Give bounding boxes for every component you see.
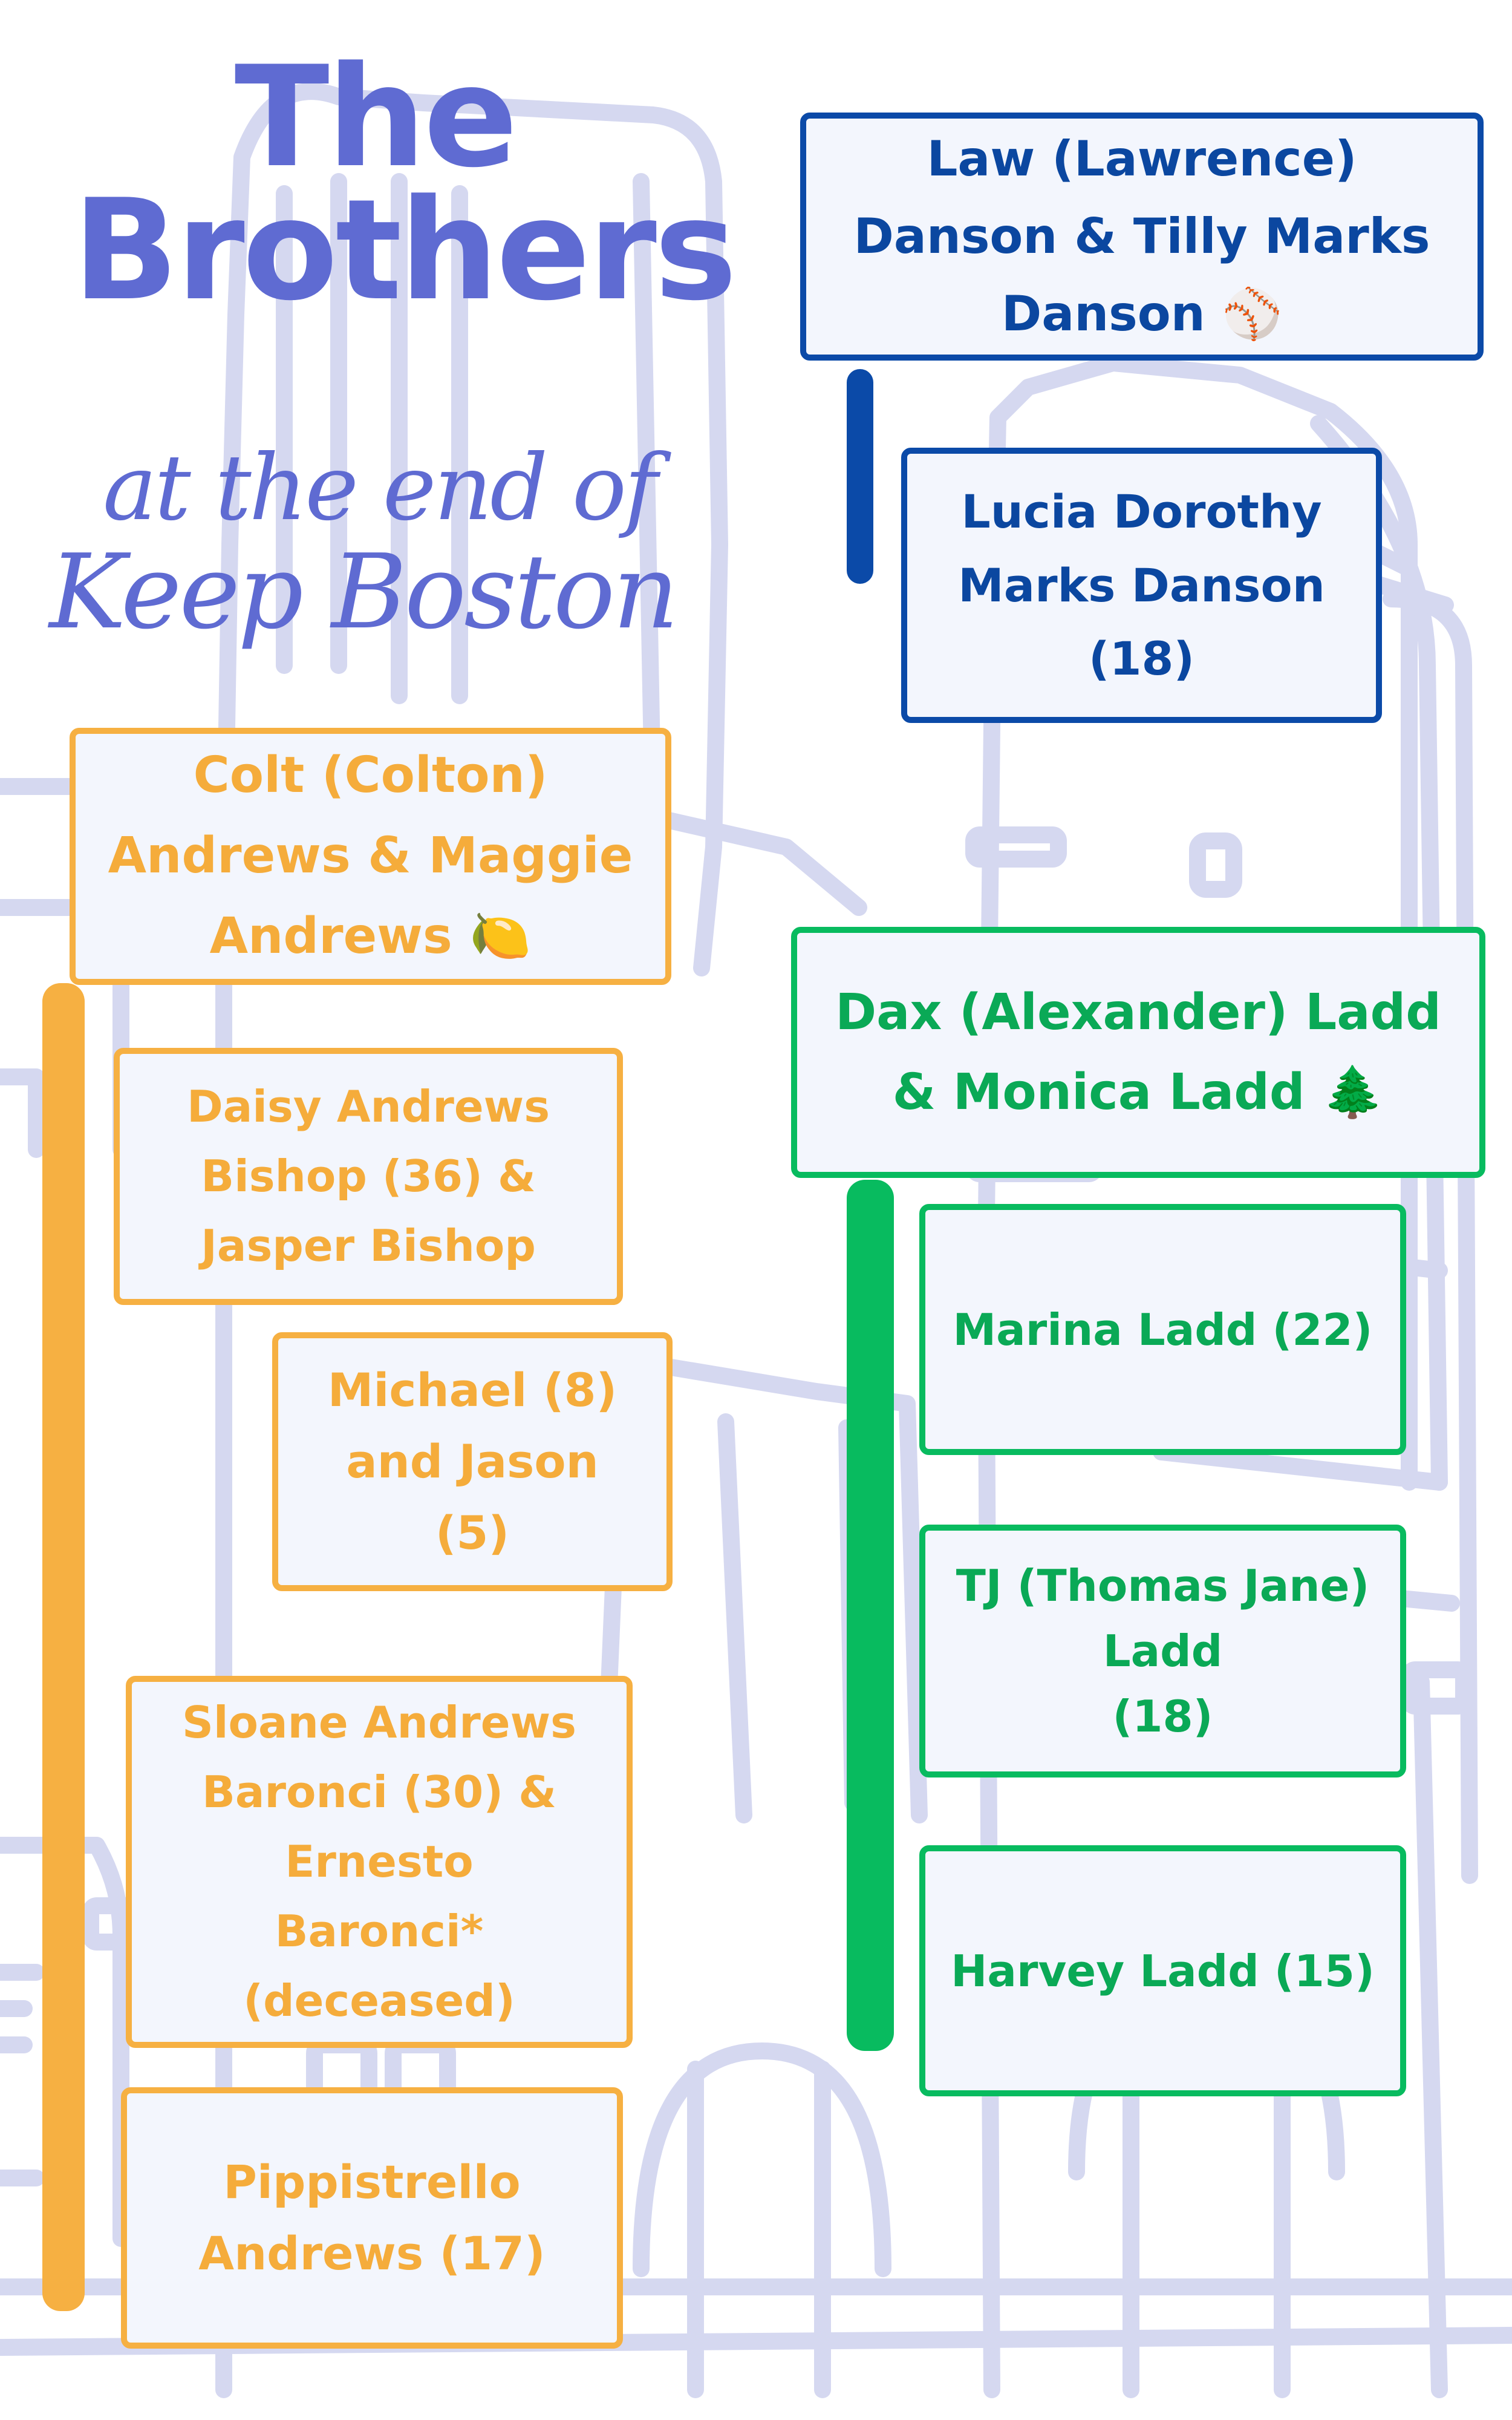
child-name-line: Bishop (36) &: [201, 1150, 536, 1202]
child-name-line: Lucia Dorothy: [961, 485, 1322, 539]
child-name-line: Baronci*: [275, 1906, 484, 1957]
subtitle-script-line-2: Keep Boston: [49, 532, 679, 652]
danson-parents-line: Danson ⚾: [1001, 286, 1283, 342]
child-name-line: Sloane Andrews: [182, 1696, 576, 1748]
child-name-line: Daisy Andrews: [186, 1081, 550, 1132]
andrews-parents-line: Andrews & Maggie: [108, 827, 633, 885]
title-line-1: The: [234, 37, 518, 198]
subtitle-script-line-1: at the end of: [103, 436, 658, 541]
andrews-child-pippistrello-box: Pippistrello Andrews (17): [121, 2087, 623, 2349]
child-name-line: Harvey Ladd (15): [951, 1945, 1375, 1996]
ladd-child-marina-box: Marina Ladd (22): [919, 1204, 1406, 1455]
child-name-line: Ladd: [1103, 1626, 1223, 1676]
child-name-line: (5): [435, 1505, 510, 1560]
ladd-parents-line: Dax (Alexander) Ladd: [835, 984, 1441, 1042]
child-name-line: Ernesto: [285, 1836, 474, 1887]
andrews-child-sloane-box: Sloane Andrews Baronci (30) & Ernesto Ba…: [126, 1676, 633, 2048]
andrews-connector-bar: [42, 983, 85, 2311]
child-name-line: Andrews (17): [198, 2226, 546, 2280]
child-name-line: Baronci (30) &: [202, 1766, 556, 1817]
ladd-parents-box: Dax (Alexander) Ladd & Monica Ladd 🌲: [791, 927, 1485, 1178]
andrews-child-daisy-box: Daisy Andrews Bishop (36) & Jasper Bisho…: [114, 1048, 623, 1305]
andrews-grandchildren-box: Michael (8) and Jason (5): [272, 1332, 673, 1591]
child-name-line: (18): [1112, 1691, 1213, 1742]
ladd-connector-bar: [847, 1180, 894, 2051]
child-name-line: TJ (Thomas Jane): [956, 1560, 1370, 1611]
danson-connector-bar: [847, 369, 873, 584]
child-name-line: Pippistrello: [223, 2155, 521, 2209]
page-title: The Brothers: [73, 37, 737, 332]
ladd-child-harvey-box: Harvey Ladd (15): [919, 1845, 1406, 2096]
title-line-2: Brothers: [73, 170, 737, 332]
child-name-line: and Jason: [346, 1434, 599, 1489]
child-name-line: Jasper Bishop: [201, 1220, 536, 1272]
andrews-parents-line: Andrews 🍋: [209, 907, 532, 965]
child-name-line: Marina Ladd (22): [953, 1304, 1373, 1355]
danson-parents-line: Danson & Tilly Marks: [853, 208, 1430, 264]
andrews-parents-box: Colt (Colton) Andrews & Maggie Andrews 🍋: [70, 728, 671, 985]
danson-parents-line: Law (Lawrence): [927, 131, 1357, 187]
child-name-line: (deceased): [243, 1975, 515, 2027]
ladd-child-tj-box: TJ (Thomas Jane) Ladd (18): [919, 1525, 1406, 1777]
ladd-parents-line: & Monica Ladd 🌲: [892, 1063, 1384, 1121]
child-name-line: (18): [1088, 632, 1195, 686]
andrews-parents-line: Colt (Colton): [193, 747, 548, 805]
danson-parents-box: Law (Lawrence) Danson & Tilly Marks Dans…: [800, 113, 1484, 361]
danson-child-lucia-box: Lucia Dorothy Marks Danson (18): [901, 448, 1382, 723]
child-name-line: Marks Danson: [958, 558, 1325, 612]
child-name-line: Michael (8): [327, 1363, 618, 1418]
